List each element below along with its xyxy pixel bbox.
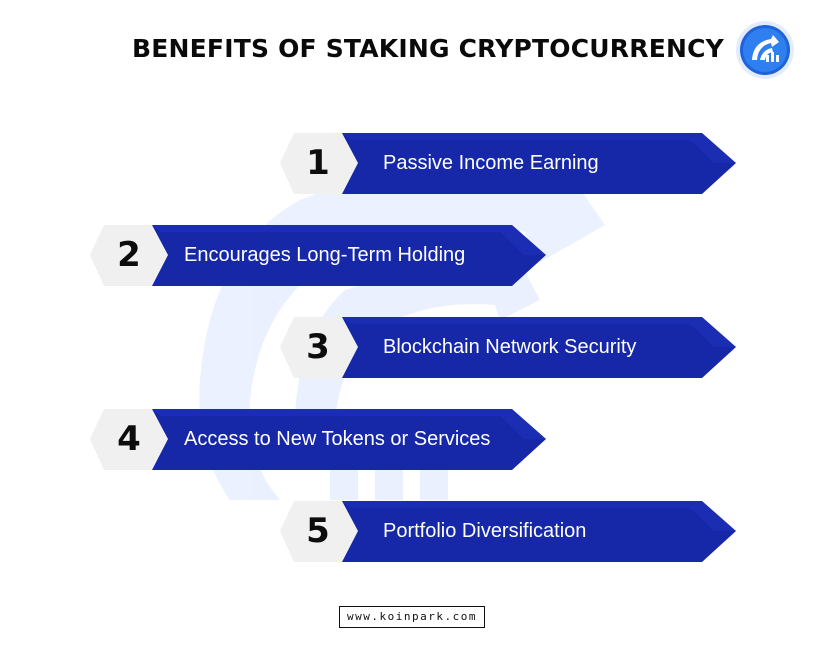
benefit-label: Blockchain Network Security — [383, 336, 637, 358]
page-title: BENEFITS OF STAKING CRYPTOCURRENCY — [132, 34, 724, 63]
benefit-banner — [280, 317, 736, 378]
benefit-number: 4 — [117, 419, 141, 459]
benefit-banner — [90, 409, 546, 470]
benefit-label: Access to New Tokens or Services — [184, 428, 491, 450]
benefit-number: 3 — [306, 327, 330, 367]
benefit-number: 2 — [117, 235, 141, 275]
benefit-banner — [280, 501, 736, 562]
benefit-number: 1 — [306, 143, 330, 183]
benefit-item-1: 1 Passive Income Earning — [280, 132, 740, 196]
benefit-banner — [280, 133, 736, 194]
benefit-label: Encourages Long-Term Holding — [184, 244, 466, 266]
website-url: www.koinpark.com — [339, 606, 485, 628]
benefit-number: 5 — [306, 511, 330, 551]
benefit-item-4: 4 Access to New Tokens or Services — [90, 408, 550, 472]
benefit-item-2: 2 Encourages Long-Term Holding — [90, 224, 550, 288]
benefit-item-3: 3 Blockchain Network Security — [280, 316, 740, 380]
benefit-label: Passive Income Earning — [383, 152, 599, 174]
benefit-banner — [90, 225, 546, 286]
koinpark-logo-icon — [736, 21, 794, 79]
benefit-label: Portfolio Diversification — [383, 520, 587, 542]
benefit-item-5: 5 Portfolio Diversification — [280, 500, 740, 564]
